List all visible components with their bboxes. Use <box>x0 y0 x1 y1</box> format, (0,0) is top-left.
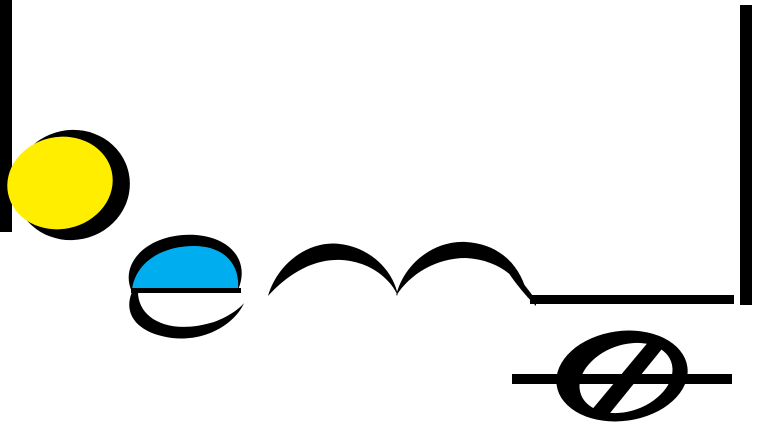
letter-e-bar <box>131 288 241 293</box>
letter-e-inner <box>142 293 210 326</box>
staff-line-lower <box>512 374 732 384</box>
letter-m <box>268 241 536 306</box>
letter-b <box>0 0 130 241</box>
staff-line-upper <box>530 295 734 304</box>
letter-e-cap <box>132 246 239 289</box>
letter-e <box>128 234 244 339</box>
letter-l <box>740 5 752 305</box>
letter-m-foot <box>508 268 536 306</box>
letter-m-hump-1 <box>268 243 398 296</box>
letter-m-hump-2 <box>396 241 528 298</box>
letter-b-bowl <box>7 136 113 230</box>
